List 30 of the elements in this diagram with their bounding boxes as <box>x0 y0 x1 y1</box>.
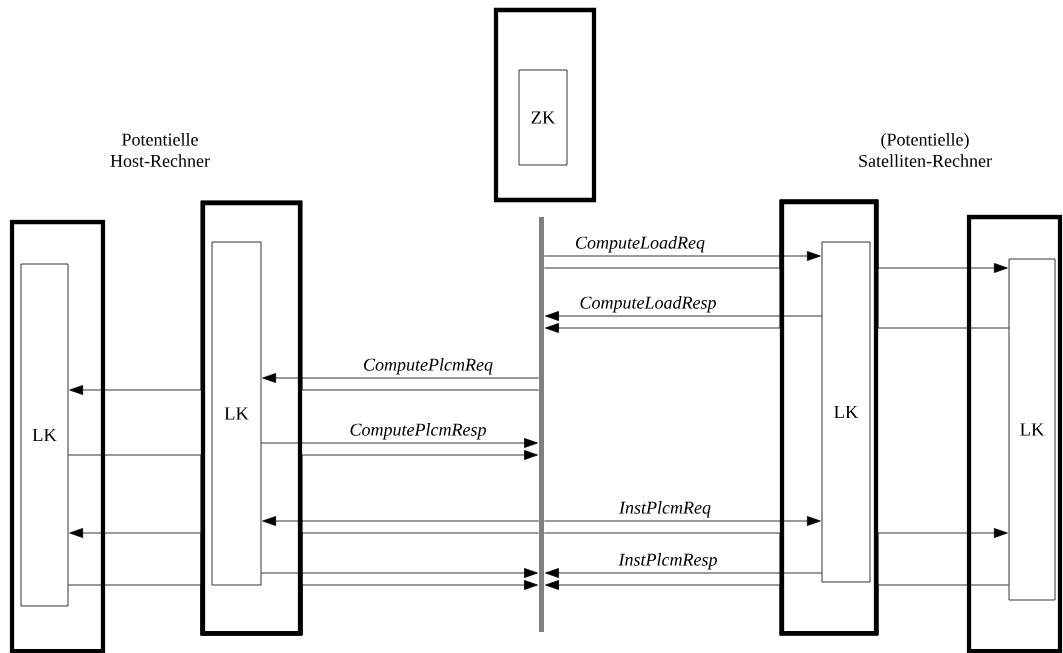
computer-box <box>493 7 597 203</box>
computer-box <box>966 214 1063 653</box>
group-label: Potentielle Host-Rechner <box>110 133 210 167</box>
arrow <box>261 438 538 448</box>
arrow <box>69 200 540 395</box>
edge-label: InstPlcmResp <box>618 553 717 570</box>
edge-label: ComputePlcmReq <box>364 358 493 375</box>
arrow <box>68 580 538 636</box>
edge-label: InstPlcmReq <box>618 501 711 518</box>
process-box: ZK <box>518 69 568 166</box>
arrow <box>261 568 538 578</box>
arrow <box>545 580 1009 636</box>
process-box: LK <box>211 241 262 586</box>
process-box: LK <box>1008 258 1056 601</box>
edge-label: ComputeLoadReq <box>576 236 705 253</box>
arrow <box>545 568 822 578</box>
group-label: (Potentielle) Satelliten-Rechner <box>859 133 992 167</box>
arrow <box>262 516 540 526</box>
computer-box <box>779 199 879 636</box>
process-box: LK <box>821 241 871 583</box>
computer-box <box>200 200 303 636</box>
arrow <box>262 373 540 383</box>
process-box: LK <box>20 263 69 607</box>
edge-label: ComputePlcmResp <box>350 423 486 440</box>
computer-box <box>9 219 106 653</box>
arrow <box>545 311 822 321</box>
arrow <box>545 199 1009 333</box>
edge-label: ComputeLoadResp <box>580 296 716 313</box>
arrow <box>543 516 821 526</box>
arrow <box>543 251 821 261</box>
